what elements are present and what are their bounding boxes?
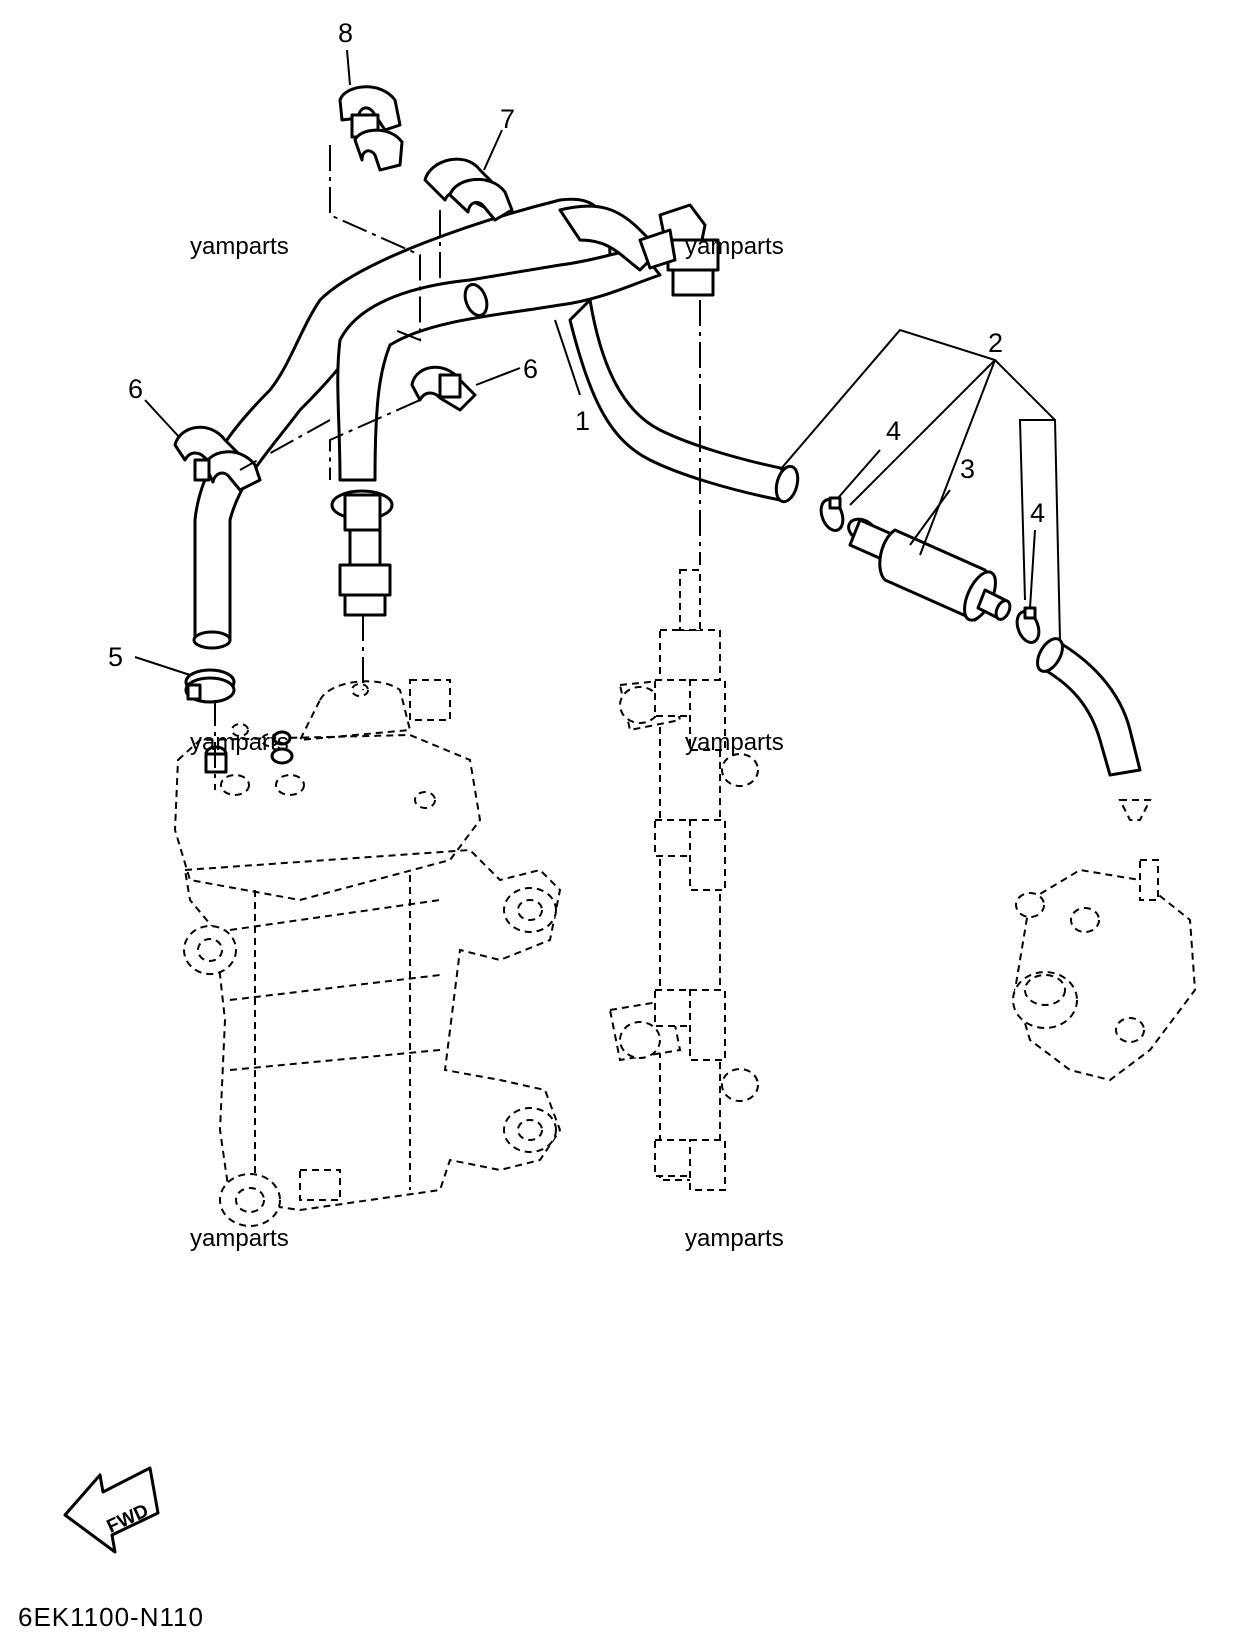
callout-6-left: 6 xyxy=(128,374,143,404)
callout-4-left: 4 xyxy=(886,416,901,446)
callout-2: 2 xyxy=(988,328,1003,358)
watermark-text: yamparts xyxy=(685,729,784,756)
fuel-filter-3 xyxy=(847,517,1012,622)
leader-lines xyxy=(134,49,1061,676)
callout-6-right: 6 xyxy=(523,354,538,384)
hose-clamp-6-left xyxy=(173,425,262,492)
watermark-text: yamparts xyxy=(190,233,289,260)
fuel-pump-dashed xyxy=(1012,799,1197,1082)
watermark-text: yamparts xyxy=(190,729,289,756)
watermark-text: yamparts xyxy=(190,1225,289,1252)
callout-5: 5 xyxy=(108,642,123,672)
callout-8: 8 xyxy=(338,18,353,48)
vapor-separator-coupler xyxy=(330,489,394,617)
callout-7: 7 xyxy=(500,104,515,134)
watermarks: yamparts yamparts yamparts yamparts yamp… xyxy=(190,233,784,1252)
fuel-hose-short-2 xyxy=(1036,637,1142,777)
assembly-chain-lines xyxy=(214,145,701,790)
fuel-hose-1 xyxy=(192,197,800,650)
hose-clamp-7 xyxy=(423,157,514,222)
forward-direction-arrow: FWD xyxy=(63,1466,160,1554)
watermark-text: yamparts xyxy=(685,1225,784,1252)
diagram-code: 6EK1100-N110 xyxy=(18,1602,204,1632)
callout-4-right: 4 xyxy=(1030,498,1045,528)
hose-clamp-8 xyxy=(338,85,404,172)
fuel-rail-dashed xyxy=(608,569,759,1191)
callout-1: 1 xyxy=(575,406,590,436)
callout-3: 3 xyxy=(960,454,975,484)
hose-clip-5 xyxy=(184,668,236,704)
hose-clip-4-right xyxy=(1015,606,1041,644)
vapor-separator-dashed xyxy=(173,679,562,1227)
callout-numbers: 8 7 6 6 1 2 4 3 4 5 xyxy=(108,18,1045,672)
hose-clip-4-left xyxy=(819,496,845,532)
fuel-rail-coupler xyxy=(638,203,720,297)
hose-clamp-6-right xyxy=(410,365,477,412)
watermark-text: yamparts xyxy=(685,233,784,260)
